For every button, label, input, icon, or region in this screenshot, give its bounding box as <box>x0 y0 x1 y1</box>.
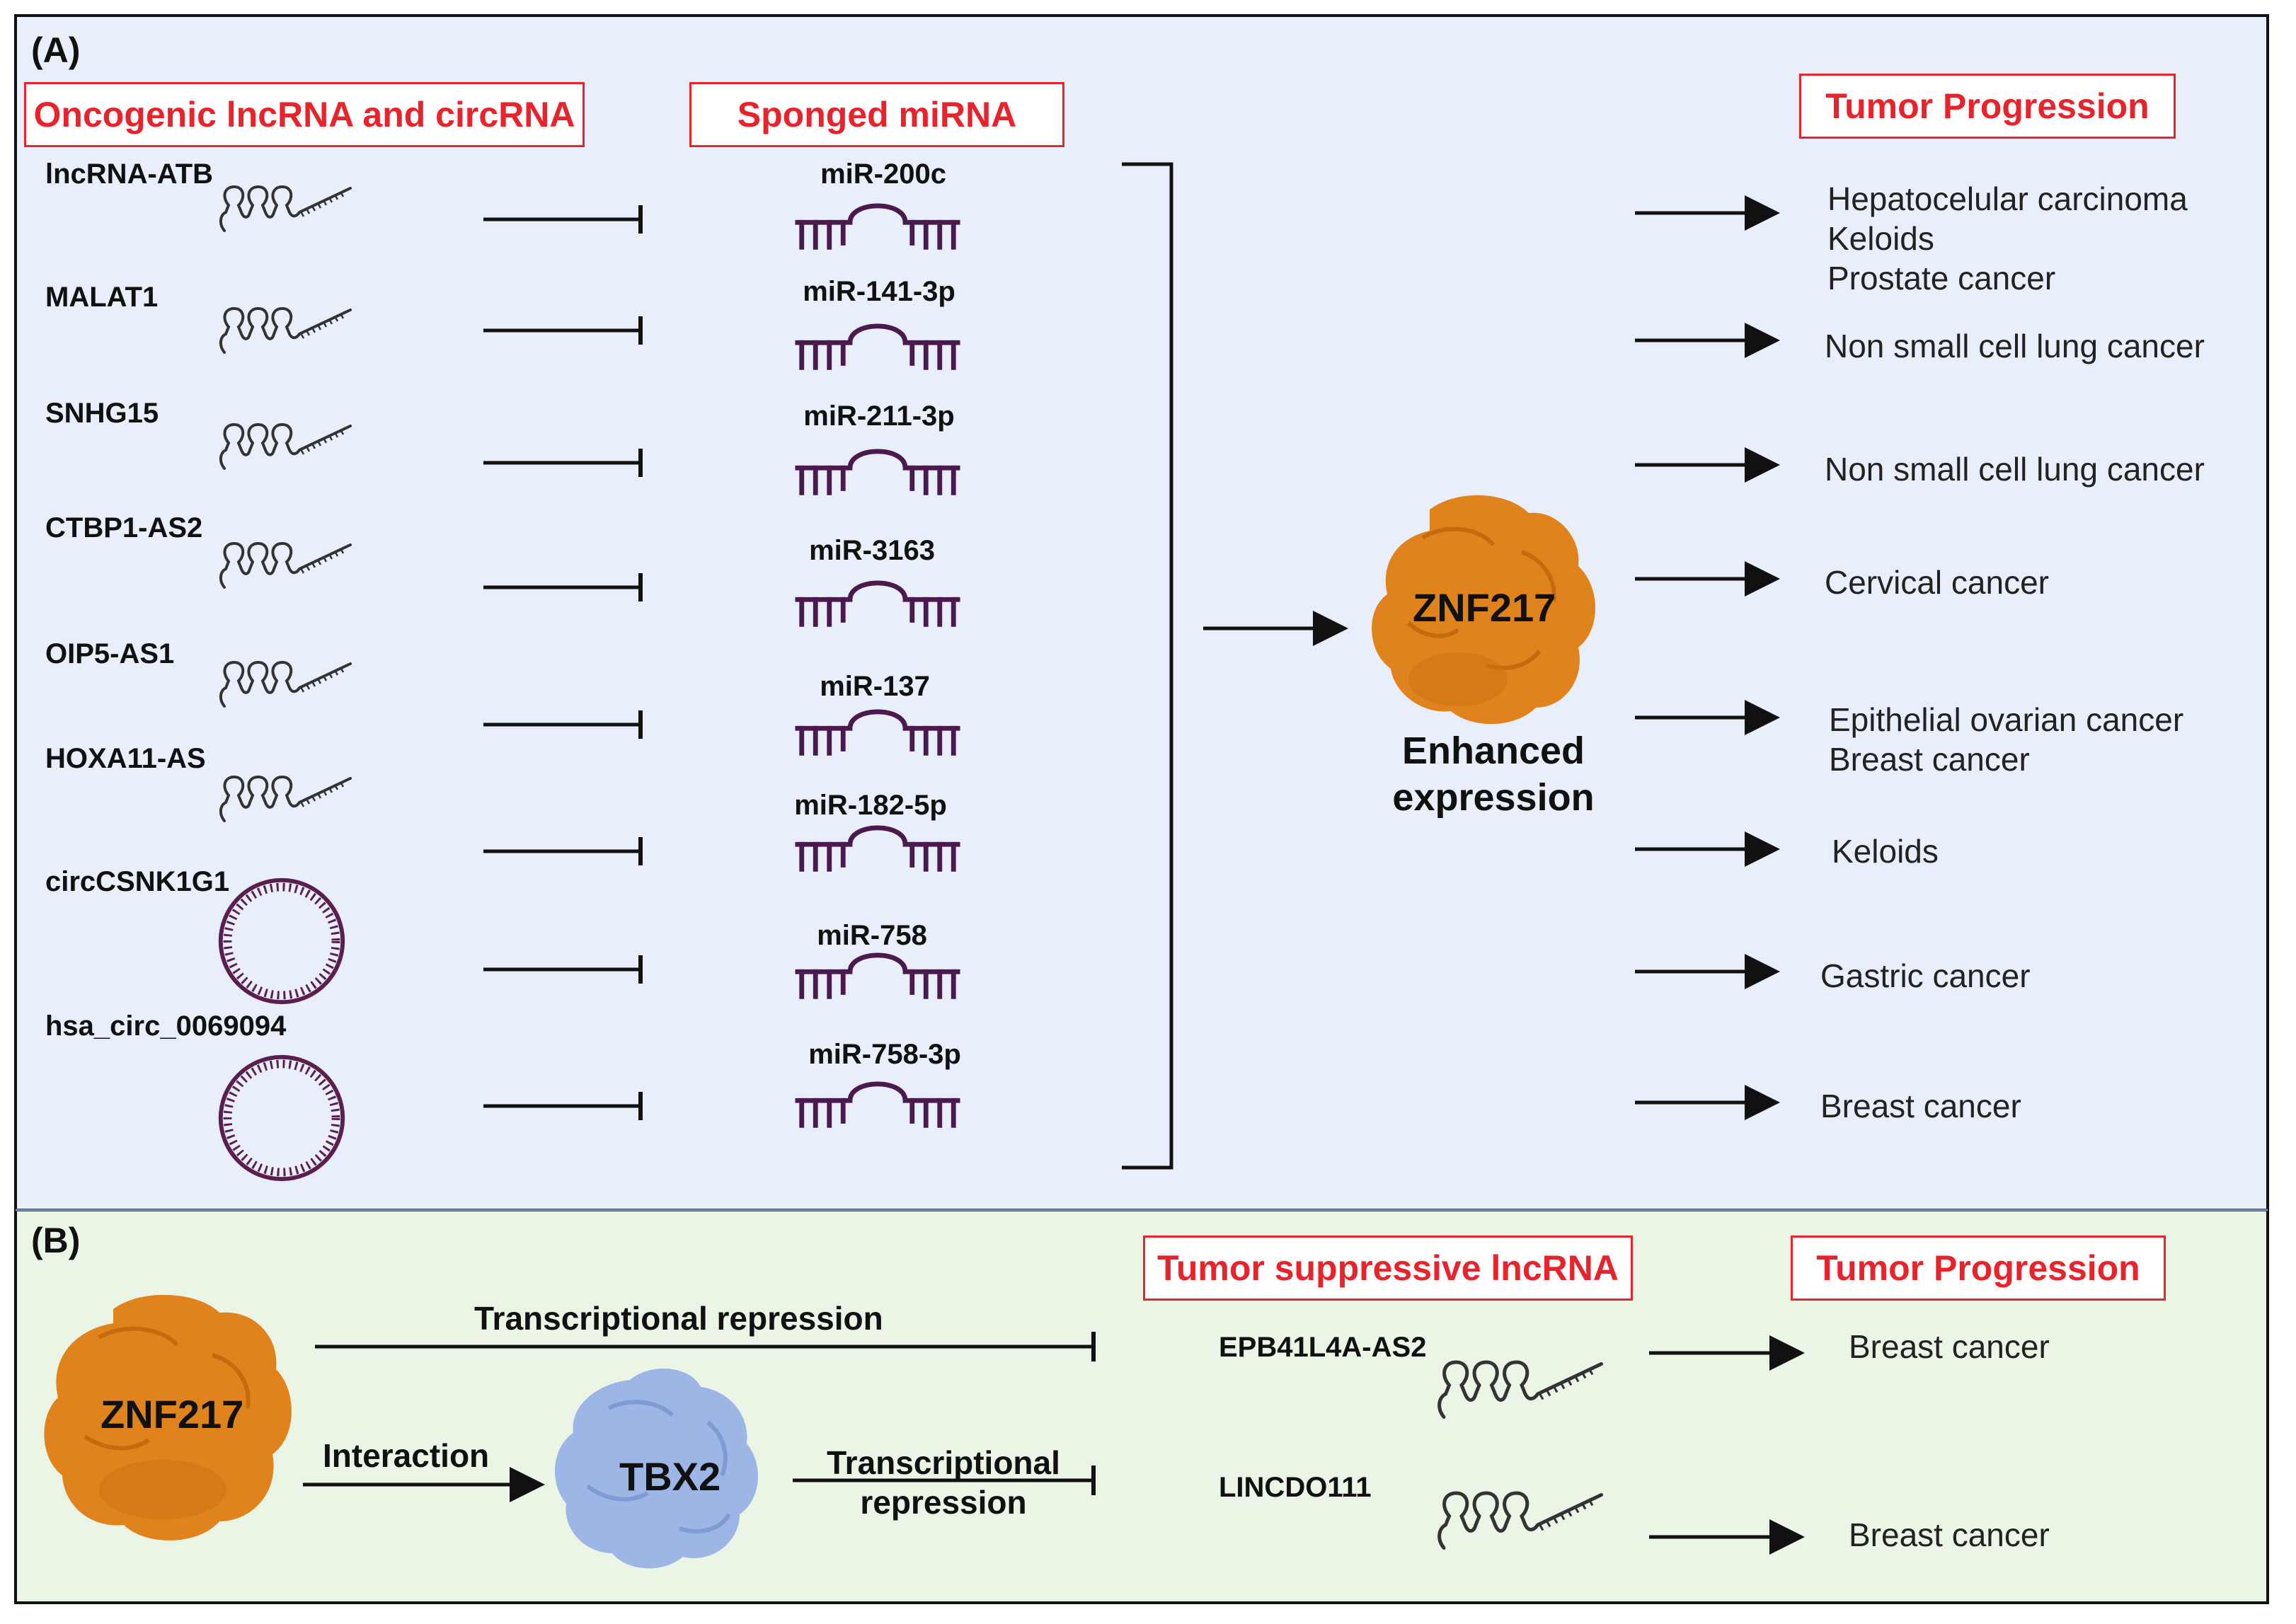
outcome-label: Keloids <box>1827 220 1934 257</box>
znf217-protein-icon <box>44 1294 292 1541</box>
header-tumor-progression-b: Tumor Progression <box>1791 1236 2166 1301</box>
tbx2-repression-label-2: repression <box>860 1484 1027 1521</box>
mirna-label: miR-137 <box>820 671 930 702</box>
mirna-label: miR-758-3p <box>808 1039 961 1070</box>
outcome-label: Breast cancer <box>1829 741 2030 778</box>
header-oncogenic-lncrna: Oncogenic lncRNA and circRNA <box>24 82 585 147</box>
tbx2-protein-icon <box>554 1368 759 1569</box>
mirna-label: miR-141-3p <box>803 276 955 307</box>
rna-label: lncRNA-ATB <box>45 159 214 190</box>
rna-label: CTBP1-AS2 <box>45 512 203 543</box>
enhanced-expression-line2: expression <box>1392 776 1595 819</box>
znf217-protein-icon <box>1372 495 1595 725</box>
znf217-label: ZNF217 <box>1413 585 1556 630</box>
outcome-label: Epithelial ovarian cancer <box>1829 701 2184 738</box>
tbx2-repression-label-1: Transcriptional <box>827 1444 1060 1481</box>
inhibition-edge <box>483 573 643 601</box>
transcriptional-repression-label: Transcriptional repression <box>474 1300 883 1337</box>
panel-a-background <box>14 14 2269 1211</box>
rna-label: MALAT1 <box>45 282 159 313</box>
rna-label: hsa_circ_0069094 <box>45 1010 287 1042</box>
mirna-bracket <box>1122 162 1173 1170</box>
mirna-label: miR-182-5p <box>794 790 947 821</box>
b-outcome-1: Breast cancer <box>1849 1328 2050 1365</box>
tbx2-label: TBX2 <box>619 1454 721 1499</box>
b-outcome-2: Breast cancer <box>1849 1516 2050 1553</box>
panel-a-label: (A) <box>31 30 81 70</box>
panel-b-label: (B) <box>31 1221 81 1260</box>
outcome-label: Non small cell lung cancer <box>1825 328 2205 364</box>
transcriptional-repression-edge-top <box>315 1332 1096 1361</box>
inhibition-edge <box>483 837 643 865</box>
rna-label: SNHG15 <box>45 398 159 429</box>
outcome-label: Non small cell lung cancer <box>1825 451 2205 488</box>
mirna-label: miR-758 <box>817 920 927 951</box>
outcome-arrows-a <box>1635 195 1780 1120</box>
mirna-label: miR-3163 <box>809 535 935 566</box>
outcome-label: Hepatocelular carcinoma <box>1827 180 2188 217</box>
enhanced-expression-line1: Enhanced <box>1401 730 1585 772</box>
header-tumor-progression-a: Tumor Progression <box>1799 74 2176 139</box>
outcome-label: Keloids <box>1832 833 1939 870</box>
lncrna-epb41l4a-as2: EPB41L4A-AS2 <box>1219 1332 1427 1363</box>
inhibition-edge <box>483 1092 643 1120</box>
mirna-label: miR-211-3p <box>803 401 955 432</box>
inhibition-edge <box>483 205 643 234</box>
tbx2-repression-edge <box>793 1465 1096 1495</box>
outcome-label: Breast cancer <box>1820 1088 2021 1124</box>
mirna-label: miR-200c <box>820 159 946 190</box>
inhibition-edge <box>483 449 643 477</box>
inhibition-edges-a <box>483 205 643 1120</box>
inhibition-edge <box>483 710 643 739</box>
inhibition-edge <box>483 955 643 984</box>
interaction-label: Interaction <box>323 1437 490 1474</box>
outcome-label: Cervical cancer <box>1825 564 2049 601</box>
header-sponged-mirna: Sponged miRNA <box>689 82 1064 147</box>
lncrna-lincdo111: LINCDO111 <box>1219 1472 1372 1503</box>
outcome-label: Gastric cancer <box>1820 957 2031 994</box>
header-tumor-suppressive-lncrna: Tumor suppressive lncRNA <box>1143 1236 1633 1301</box>
rna-label: circCSNK1G1 <box>45 866 230 897</box>
outcome-label: Prostate cancer <box>1827 260 2056 296</box>
inhibition-edge <box>483 316 643 345</box>
znf217-label-b: ZNF217 <box>101 1392 244 1436</box>
rna-label: OIP5-AS1 <box>45 638 175 669</box>
rna-label: HOXA11-AS <box>45 743 206 774</box>
